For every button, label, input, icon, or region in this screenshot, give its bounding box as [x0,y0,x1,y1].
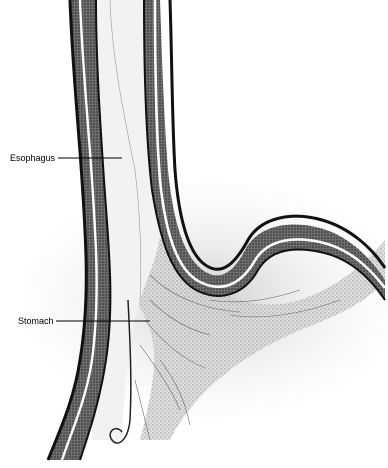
stomach-label: Stomach [18,316,54,326]
esophagus-label: Esophagus [10,153,56,163]
esophagus-right-wall [144,0,385,300]
